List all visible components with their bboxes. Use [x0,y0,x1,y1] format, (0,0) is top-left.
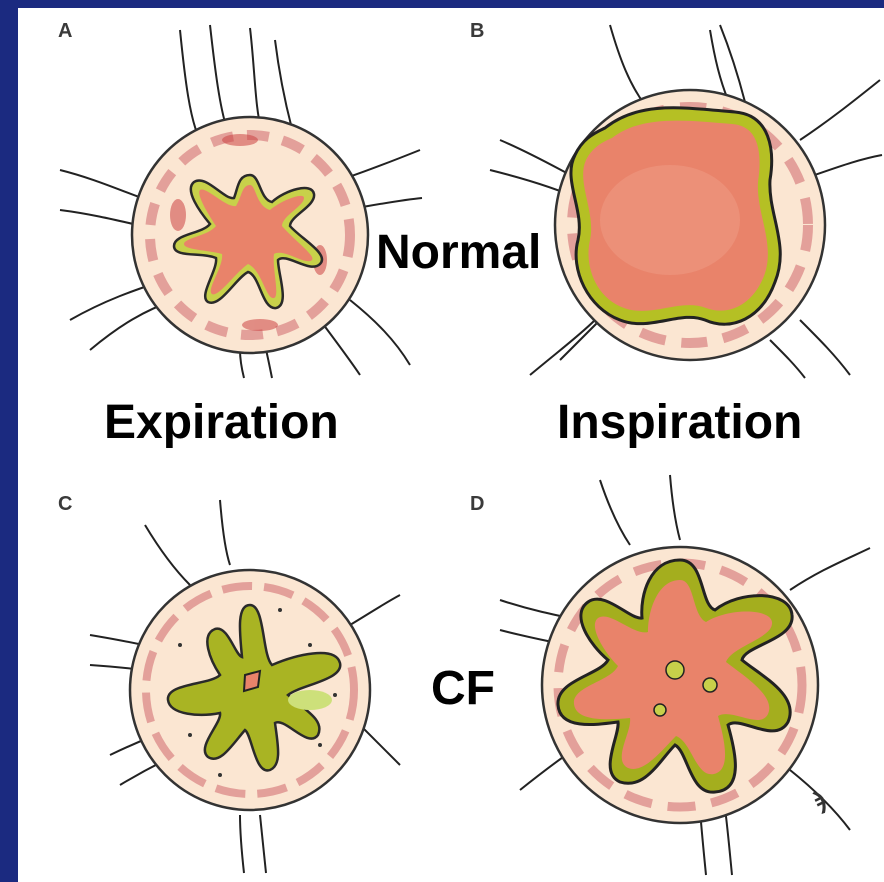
expiration-label: Expiration [104,395,339,450]
airway-illustration-b [470,20,884,380]
cf-label: CF [431,661,495,716]
inspiration-label: Inspiration [557,395,802,450]
airway-illustration-d [470,470,884,880]
airway-illustration-a [50,20,430,380]
airway-illustration-c [50,495,430,875]
artist-mark: ϡ [812,788,827,816]
normal-label: Normal [376,225,541,280]
